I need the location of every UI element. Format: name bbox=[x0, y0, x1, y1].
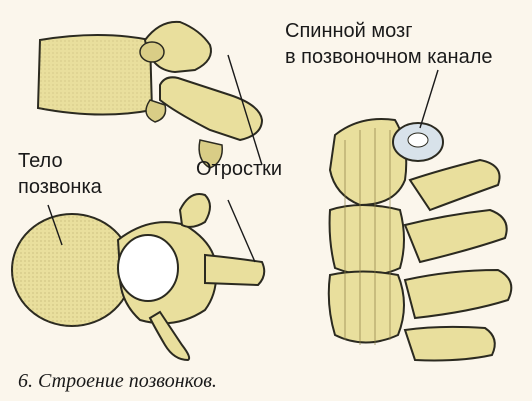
vertebral-body-label-line1: Тело bbox=[18, 148, 63, 174]
processes-label: Отростки bbox=[196, 156, 282, 182]
vertebral-body-label-line2: позвонка bbox=[18, 174, 102, 200]
spinal-column bbox=[329, 119, 512, 360]
processes-leader-lower bbox=[228, 200, 255, 262]
spinal-cord-label-line2: в позвоночном канале bbox=[285, 44, 493, 70]
figure-caption: 6. Строение позвонков. bbox=[18, 370, 217, 393]
spinal-cord-leader bbox=[420, 70, 438, 128]
vertebra-top-view bbox=[12, 194, 264, 360]
vertebra-side-view bbox=[38, 22, 262, 168]
spinal-cord-label-line1: Спинной мозг bbox=[285, 18, 413, 44]
